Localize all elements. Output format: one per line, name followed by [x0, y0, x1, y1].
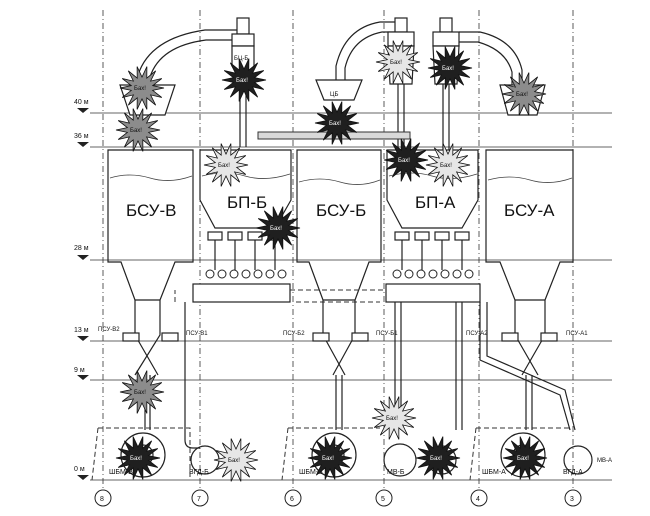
level-label-28: 28 м: [74, 245, 89, 252]
explosion-label: Бах!: [442, 66, 454, 72]
explosion-label: Бах!: [130, 128, 142, 134]
explosion-star: [115, 108, 161, 152]
level-label-9: 9 м: [74, 367, 85, 374]
pipe-label-psu-v1: ПСУ-В1: [186, 331, 208, 337]
explosion-label: Бах!: [430, 456, 442, 462]
explosion-star: [203, 143, 249, 187]
label-shbm-v: ШБМ-В: [109, 469, 133, 476]
bunker-label-bsu-v: БСУ-В: [126, 201, 176, 220]
label-shbm-a: ШБМ-А: [482, 469, 506, 476]
explosion-star: [371, 396, 417, 440]
bunker-label-bsu-b: БСУ-Б: [316, 201, 366, 220]
explosion-star: [314, 101, 360, 145]
explosion-star: [119, 370, 165, 414]
explosion-label: Бах!: [236, 78, 248, 84]
axis-6: 6: [290, 496, 294, 503]
explosion-label: Бах!: [386, 416, 398, 422]
explosion-star: [375, 40, 421, 84]
axis-8: 8: [100, 496, 104, 503]
pipelines: ПСУ-В2 ПСУ-В1 ПСУ-Б2 ПСУ-Б1 ПСУ-А2 ПСУ-А…: [98, 300, 588, 449]
bunker-label-bp-b: БП-Б: [227, 193, 267, 212]
level-label-13: 13 м: [74, 327, 89, 334]
axis-markers: 8 7 6 5 4 3: [94, 489, 582, 507]
axis-3: 3: [570, 496, 574, 503]
label-vgd-a: ВГД-А: [563, 469, 583, 476]
explosion-label: Бах!: [134, 390, 146, 396]
explosion-label: Бах!: [390, 60, 402, 66]
label-vgd-b: ВГД-Б: [189, 469, 209, 476]
level-markers: 40 м 36 м 28 м 13 м 9 м 0 м: [74, 99, 89, 480]
pipe-label-psu-v2: ПСУ-В2: [98, 327, 120, 333]
explosion-label: Бах!: [228, 458, 240, 464]
explosion-label: Бах!: [130, 456, 142, 462]
explosion-markers: Бах! Бах! Бах! Бах! Бах! Бах! Бах! Бах! Бах! Бах!…: [115, 40, 548, 482]
label-btsb: БЦ-Б: [234, 56, 248, 62]
explosion-star: [213, 438, 259, 482]
explosion-star: [307, 436, 353, 480]
pipe-label-psu-a2: ПСУ-А2: [466, 331, 488, 337]
level-label-0: 0 м: [74, 466, 85, 473]
explosion-label: Бах!: [270, 226, 282, 232]
label-mv-a: МВ-А: [597, 458, 612, 464]
explosion-star: [255, 206, 301, 250]
explosion-star: [415, 436, 461, 480]
explosion-star: [119, 66, 165, 110]
axis-5: 5: [381, 496, 385, 503]
bunker-labels: БСУ-В БП-Б БСУ-Б БП-А БСУ-А: [126, 193, 555, 220]
explosion-label: Бах!: [134, 86, 146, 92]
level-lines: [90, 112, 612, 481]
explosion-label: Бах!: [517, 456, 529, 462]
axis-4: 4: [476, 496, 480, 503]
explosion-label: Бах!: [398, 158, 410, 164]
explosion-star: [221, 58, 267, 102]
level-label-36: 36 м: [74, 133, 89, 140]
label-mv-b: МВ-Б: [387, 469, 405, 476]
pipe-label-psu-b1: ПСУ-Б1: [376, 331, 398, 337]
explosion-star: [383, 138, 429, 182]
pipe-label-psu-a1: ПСУ-А1: [566, 331, 588, 337]
bunker-label-bsu-a: БСУ-А: [504, 201, 555, 220]
explosion-star: [502, 436, 548, 480]
level-label-40: 40 м: [74, 99, 89, 106]
explosion-star: [115, 436, 161, 480]
explosion-star: [427, 46, 473, 90]
feeder-group-a: [392, 231, 474, 279]
label-shbm-b: ШБМ-Б: [299, 469, 323, 476]
feeders: [174, 231, 481, 303]
equipment-labels: ШБМ-В ВГД-Б ШБМ-Б МВ-Б ШБМ-А ВГД-А МВ-А: [109, 458, 612, 476]
bunker-label-bp-a: БП-А: [415, 193, 456, 212]
pipe-label-psu-b2: ПСУ-Б2: [283, 331, 305, 337]
explosion-label: Бах!: [322, 456, 334, 462]
label-tsb: ЦБ: [330, 92, 338, 98]
explosion-label: Бах!: [516, 92, 528, 98]
axis-7: 7: [197, 496, 201, 503]
explosion-star: [425, 143, 471, 187]
explosion-label: Бах!: [218, 163, 230, 169]
bunkers: [107, 149, 574, 301]
explosion-label: Бах!: [440, 163, 452, 169]
explosion-star: [501, 72, 547, 116]
explosion-label: Бах!: [329, 121, 341, 127]
